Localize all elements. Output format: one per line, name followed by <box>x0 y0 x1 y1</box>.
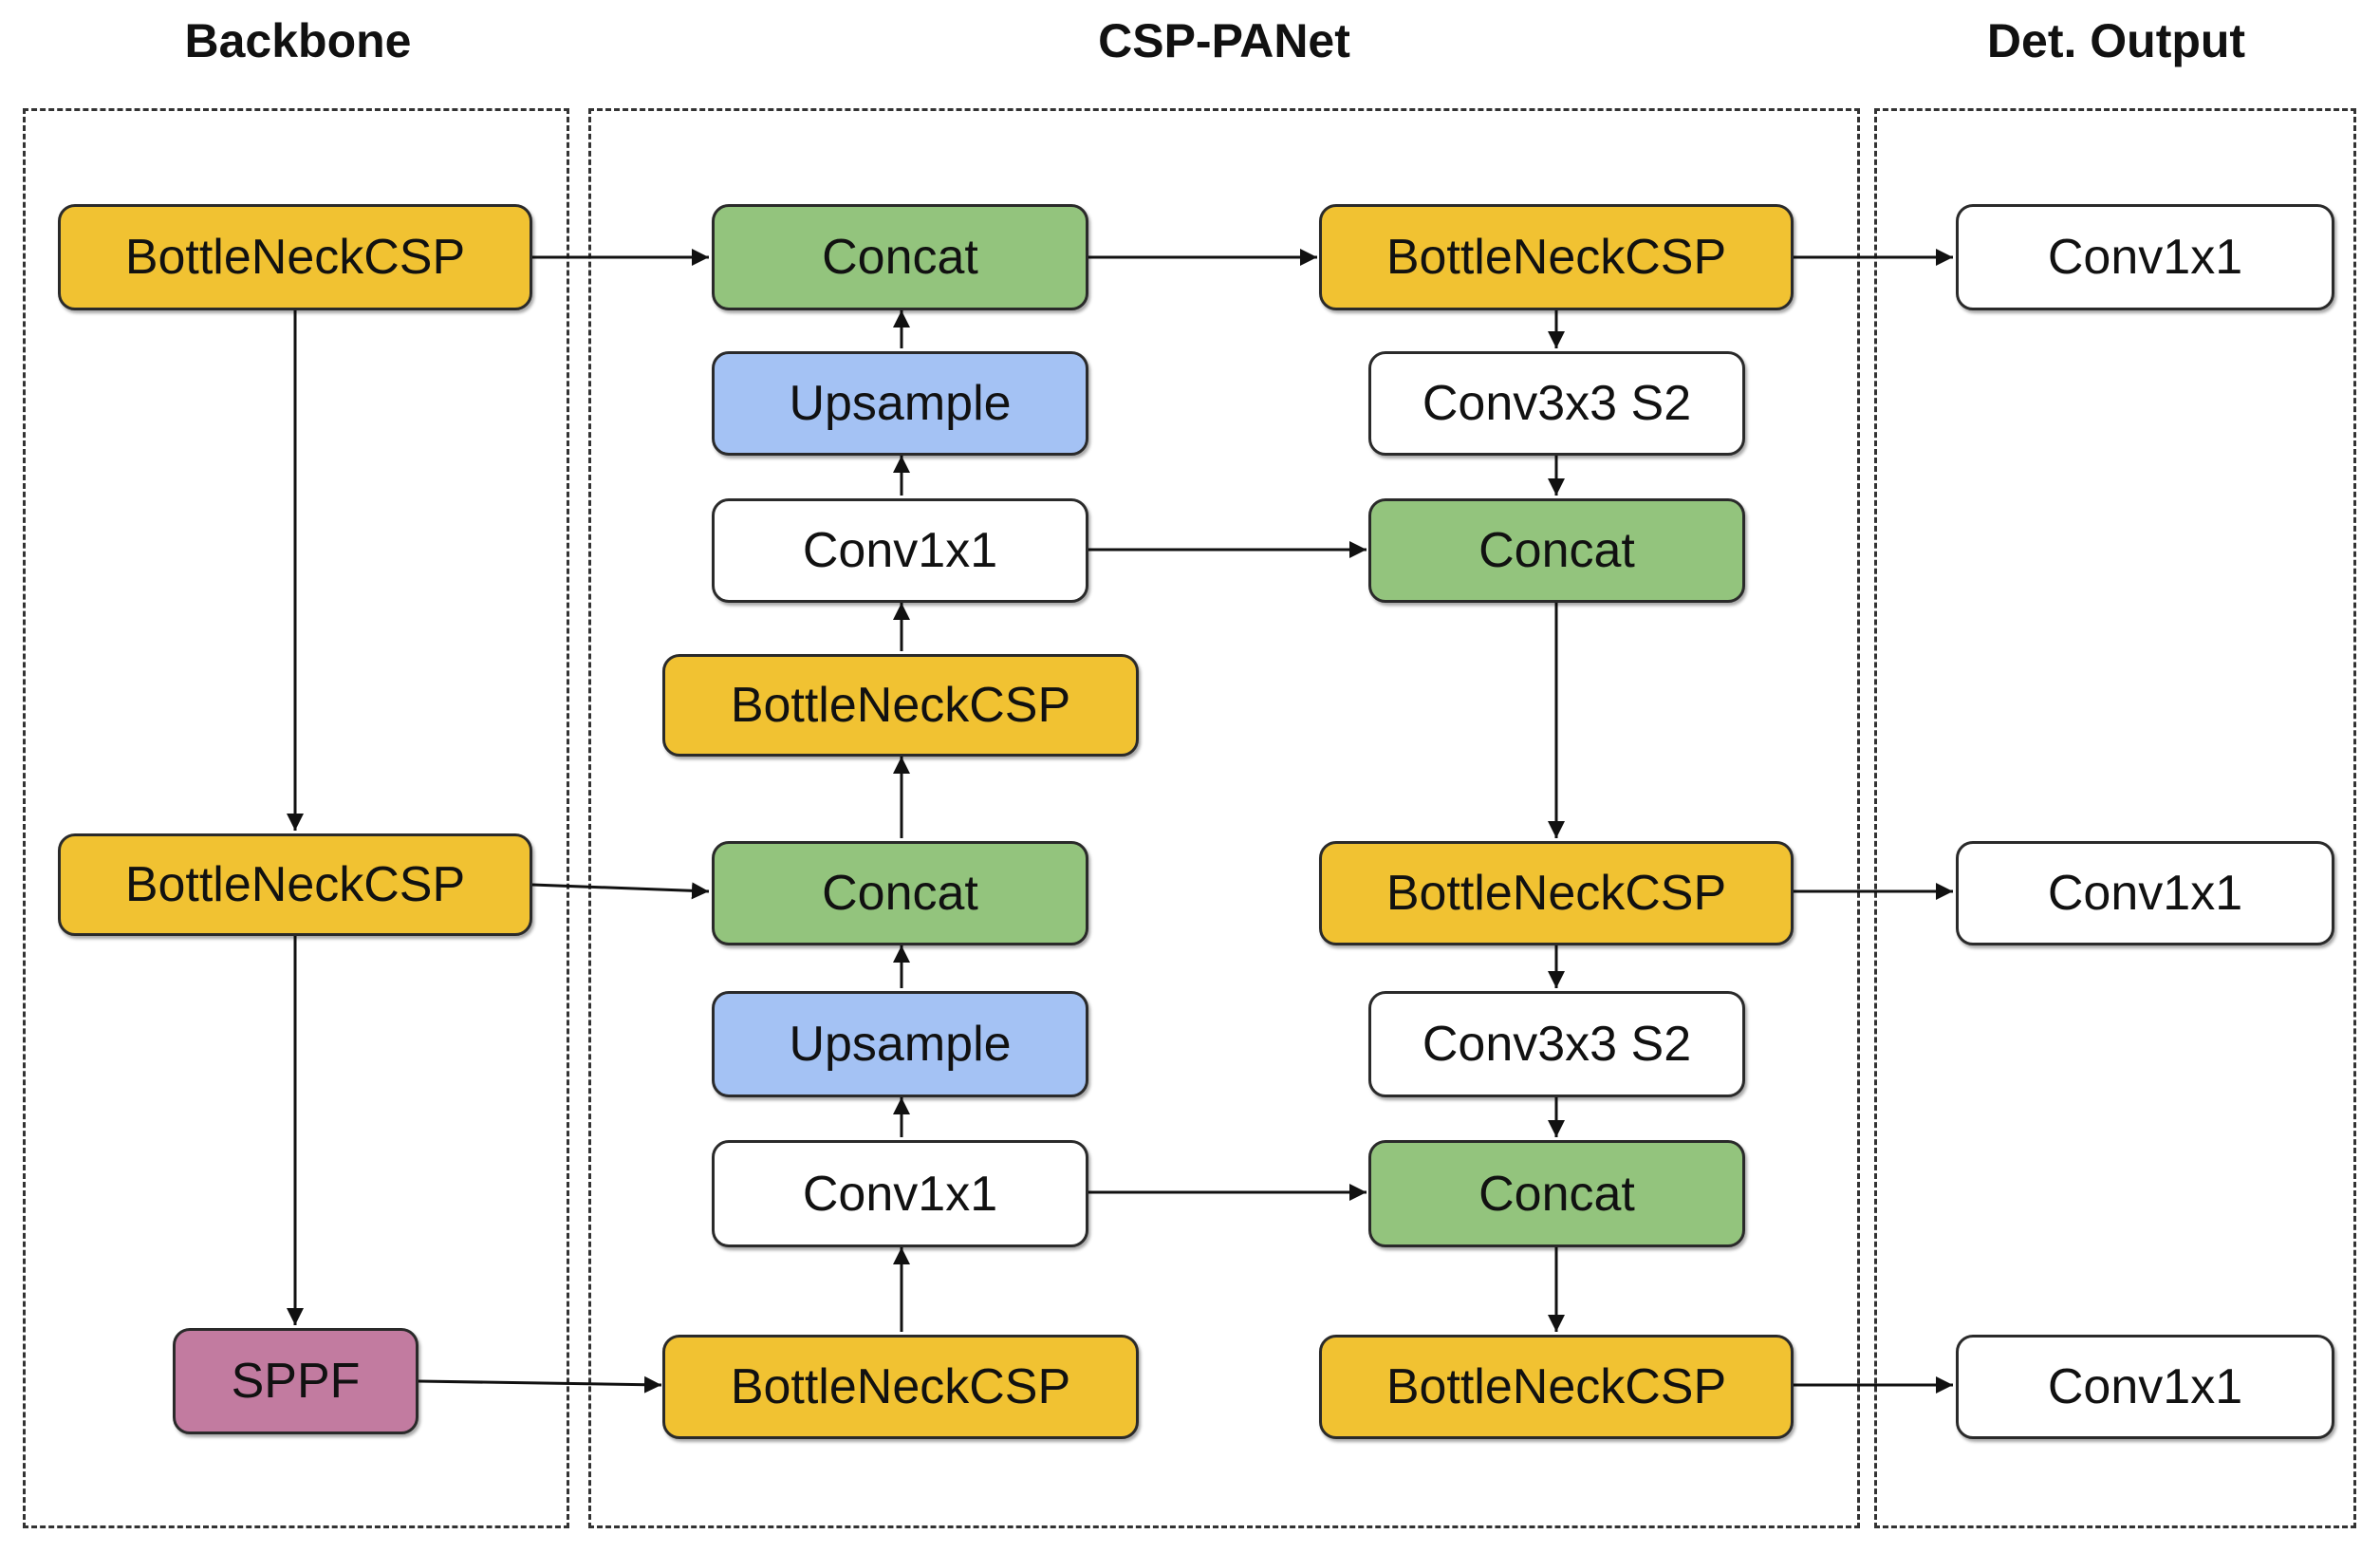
neck-bottleneckcsp-a: BottleNeckCSP <box>662 654 1139 757</box>
edge-bbcsp2-concat2 <box>531 882 710 900</box>
neck-bottleneckcsp-b: BottleNeckCSP <box>662 1335 1139 1439</box>
pan-bottleneckcsp-3: BottleNeckCSP <box>1319 1335 1794 1439</box>
neck-conv1x1-2: Conv1x1 <box>712 1140 1088 1247</box>
backbone-bottleneckcsp-2: BottleNeckCSP <box>58 833 532 936</box>
backbone-sppf: SPPF <box>173 1328 418 1434</box>
pan-conv3x3-s2-2: Conv3x3 S2 <box>1368 991 1745 1097</box>
edge-sppf-cspb <box>418 1375 662 1394</box>
neck-upsample-2: Upsample <box>712 991 1088 1097</box>
neck-concat-1: Concat <box>712 204 1088 310</box>
csp-panet-panel <box>588 108 1860 1528</box>
det-output-title: Det. Output <box>1986 14 2246 67</box>
neck-conv1x1-1: Conv1x1 <box>712 498 1088 603</box>
pan-concat-2: Concat <box>1368 1140 1745 1247</box>
output-conv1x1-2: Conv1x1 <box>1956 841 2334 945</box>
pan-conv3x3-s2-1: Conv3x3 S2 <box>1368 351 1745 456</box>
backbone-bottleneckcsp-1: BottleNeckCSP <box>58 204 532 310</box>
backbone-panel <box>23 108 569 1528</box>
pan-bottleneckcsp-1: BottleNeckCSP <box>1319 204 1794 310</box>
pan-bottleneckcsp-2: BottleNeckCSP <box>1319 841 1794 945</box>
pan-concat-1: Concat <box>1368 498 1745 603</box>
backbone-title: Backbone <box>184 14 412 67</box>
neck-upsample-1: Upsample <box>712 351 1088 456</box>
det-output-panel <box>1874 108 2356 1528</box>
neck-concat-2: Concat <box>712 841 1088 945</box>
output-conv1x1-1: Conv1x1 <box>1956 204 2334 310</box>
csp-panet-title: CSP-PANet <box>1098 14 1350 67</box>
output-conv1x1-3: Conv1x1 <box>1956 1335 2334 1439</box>
